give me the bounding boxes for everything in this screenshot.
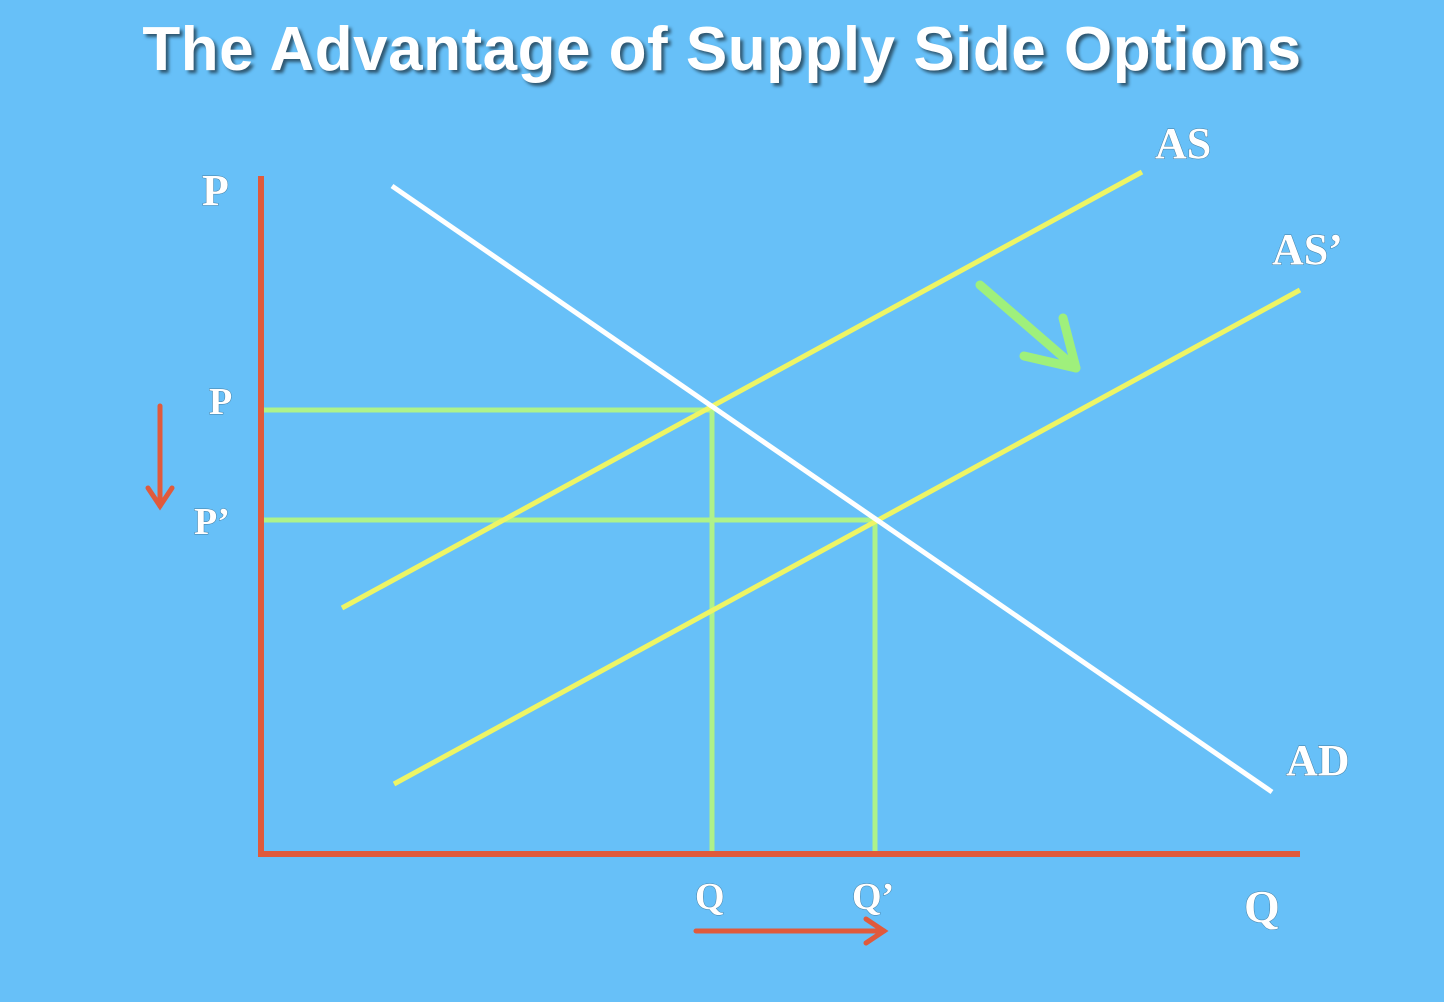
y-axis-label: P: [202, 166, 229, 215]
price-label-p-prime: P’: [194, 501, 230, 543]
quantity-label-q: Q: [695, 876, 725, 918]
price-down-arrow-icon: [145, 403, 175, 511]
supply-curve-as-prime: [392, 287, 1302, 787]
demand-label-ad: AD: [1286, 736, 1350, 785]
supply-curve-as: [340, 169, 1144, 611]
quantity-right-arrow-icon: [693, 916, 889, 946]
slide-title: The Advantage of Supply Side Options: [142, 15, 1302, 84]
x-axis-label: Q: [1244, 881, 1280, 932]
supply-label-as: AS: [1155, 119, 1211, 168]
demand-curve-ad: [390, 183, 1274, 795]
quantity-label-q-prime: Q’: [852, 876, 894, 918]
supply-label-as-prime: AS’: [1272, 225, 1343, 274]
supply-shift-arrow-icon: [975, 280, 1081, 373]
price-label-p: P: [209, 381, 232, 423]
